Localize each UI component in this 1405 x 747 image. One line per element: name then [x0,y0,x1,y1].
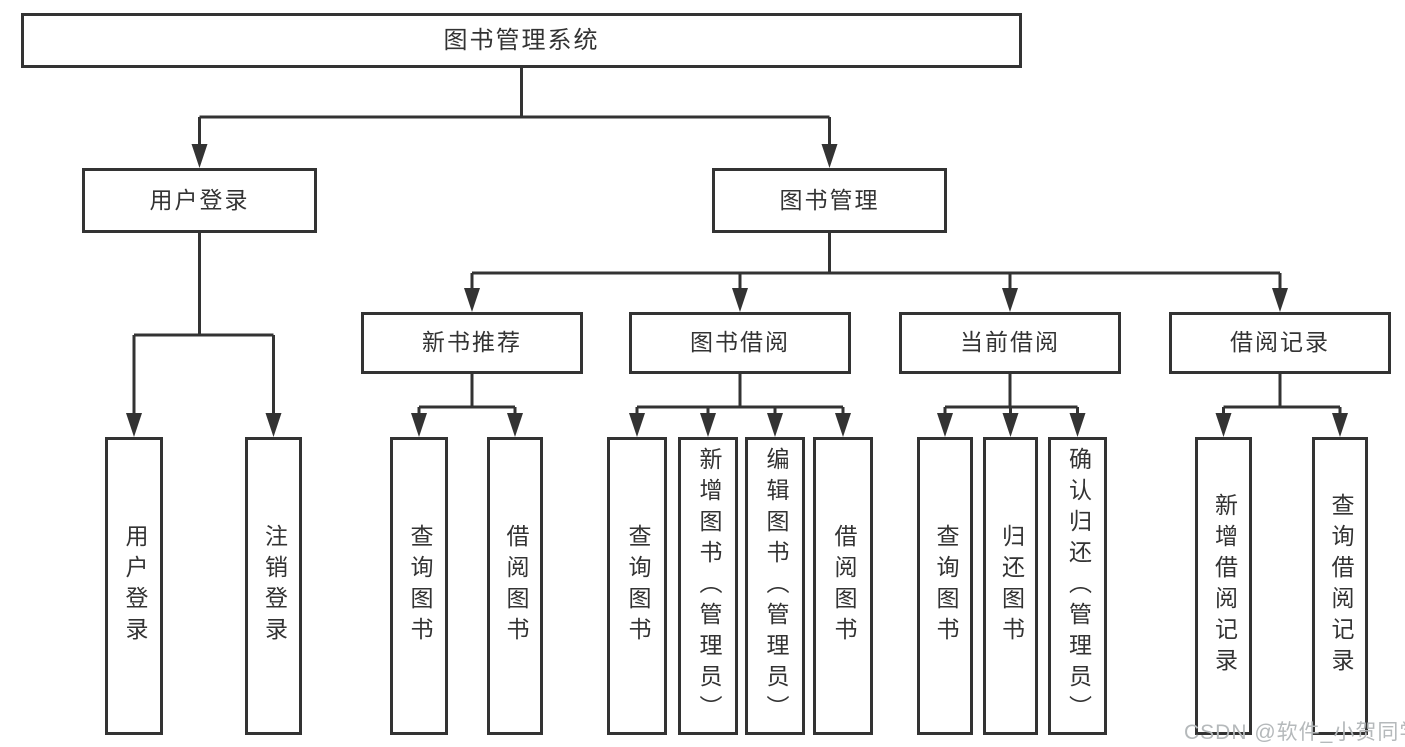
node-book-management: 图书管理 [712,168,947,233]
leaf-add-borrow-record: 新增借阅记录 [1195,437,1252,735]
leaf-query-books-recommend: 查询图书 [390,437,448,735]
connector-book-borrow-children [629,374,851,437]
leaf-borrow-books-recommend: 借阅图书 [487,437,543,735]
leaf-user-login: 用户登录 [105,437,163,735]
node-new-book-recommend: 新书推荐 [361,312,583,374]
connector-user-login-children [126,233,282,437]
leaf-return-book: 归还图书 [983,437,1038,735]
connector-root-to-level2 [191,68,838,168]
node-user-login: 用户登录 [82,168,317,233]
connector-new-book-recommend-children [411,374,523,437]
leaf-edit-book-admin: 编辑图书（管理员） [745,437,805,735]
leaf-borrow-books: 借阅图书 [813,437,873,735]
connector-book-management-children [464,233,1288,312]
node-root: 图书管理系统 [21,13,1022,68]
node-current-borrow: 当前借阅 [899,312,1121,374]
node-borrow-records: 借阅记录 [1169,312,1391,374]
leaf-query-books-borrow: 查询图书 [607,437,667,735]
leaf-query-books-current: 查询图书 [917,437,973,735]
connector-current-borrow-children [937,374,1086,437]
node-book-borrow: 图书借阅 [629,312,851,374]
leaf-logout: 注销登录 [245,437,302,735]
connector-borrow-records-children [1215,374,1348,437]
leaf-query-borrow-record: 查询借阅记录 [1312,437,1368,735]
leaf-add-book-admin: 新增图书（管理员） [678,437,738,735]
watermark: CSDN @软件_小贺同学 [1184,721,1405,744]
leaf-confirm-return-admin: 确认归还（管理员） [1048,437,1107,735]
